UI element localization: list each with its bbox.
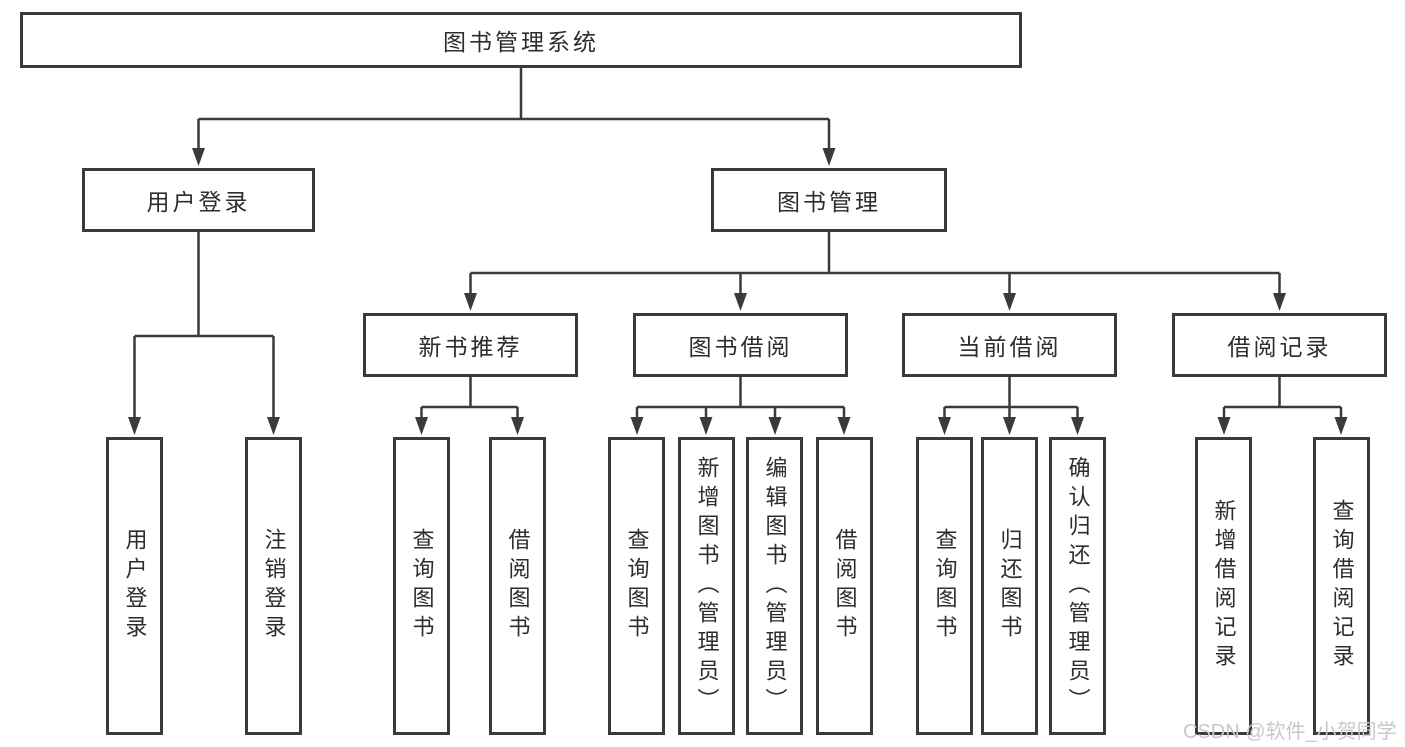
leaf-return-book: 归还图书: [981, 437, 1038, 735]
arrowheads: [128, 148, 1348, 435]
watermark: CSDN @软件_小贺同学: [1183, 721, 1397, 743]
node-new-book-recommend: 新书推荐: [363, 313, 578, 377]
leaf-borrow-books-recommend: 借阅图书: [489, 437, 546, 735]
leaf-confirm-return-admin: 确认归还（管理员）: [1049, 437, 1106, 735]
connector-trunks: [133, 68, 1343, 423]
leaf-query-borrow-record: 查询借阅记录: [1313, 437, 1370, 735]
node-book-borrow: 图书借阅: [633, 313, 848, 377]
leaf-user-login: 用户登录: [106, 437, 163, 735]
node-borrow-records: 借阅记录: [1172, 313, 1387, 377]
node-root: 图书管理系统: [20, 12, 1022, 68]
node-book-management: 图书管理: [711, 168, 947, 232]
leaf-edit-book-admin: 编辑图书（管理员）: [746, 437, 803, 735]
leaf-query-books-recommend: 查询图书: [393, 437, 450, 735]
node-current-borrow: 当前借阅: [902, 313, 1117, 377]
leaf-logout: 注销登录: [245, 437, 302, 735]
leaf-query-books-current: 查询图书: [916, 437, 973, 735]
leaf-add-book-admin: 新增图书（管理员）: [678, 437, 735, 735]
leaf-borrow-books: 借阅图书: [816, 437, 873, 735]
node-user-login: 用户登录: [82, 168, 315, 232]
leaf-add-borrow-record: 新增借阅记录: [1195, 437, 1252, 735]
leaf-query-books-borrow: 查询图书: [608, 437, 665, 735]
